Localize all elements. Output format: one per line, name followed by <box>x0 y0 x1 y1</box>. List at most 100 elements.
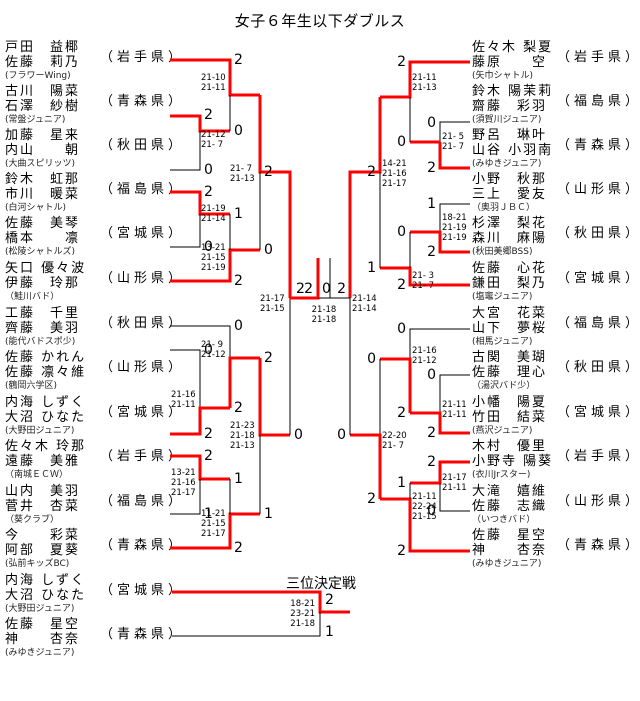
prefecture: （秋田県） <box>100 138 186 153</box>
game-score: 21-18 <box>312 315 337 325</box>
game-score: 22-20 <box>382 431 407 441</box>
player-name: 伊藤 玲那 <box>5 276 81 291</box>
player-name: 鎌田 梨乃 <box>472 276 548 291</box>
match-result: 2 <box>397 405 406 421</box>
team-entry: 今 彩菜阿部 夏葵(弘前キッズBC)（青森県） <box>5 528 181 570</box>
player-name: 齋藤 彩羽 <box>472 99 548 114</box>
club-name: (みゆきジュニア) <box>5 648 75 658</box>
club-name: (相馬ジュニア) <box>472 337 533 347</box>
match-result: 2 <box>264 350 273 366</box>
prefecture: （青森県） <box>557 138 640 153</box>
winner-line <box>170 512 260 550</box>
club-name: （鮭川バド） <box>5 292 60 302</box>
game-score: 23-21 <box>290 609 315 619</box>
bracket-line <box>170 131 201 171</box>
match-result: 2 <box>427 425 436 441</box>
game-score: 21-11 <box>442 400 467 410</box>
winner-line <box>410 411 470 435</box>
team-entry: 小野 秋那三上 愛友（奥羽ＪＢＣ）（山形県） <box>472 172 640 214</box>
game-score: 21-14 <box>201 214 226 224</box>
game-score: 21-10 <box>201 73 226 83</box>
player-name: 佐々木 玲那 <box>5 439 87 454</box>
team-entry: 佐藤 美琴橋本 凛(松陵シャトルズ)（宮城県） <box>5 216 181 258</box>
game-score: 21-18 <box>230 431 255 441</box>
prefecture: （青森県） <box>100 627 186 642</box>
game-score: 21-18 <box>312 305 337 315</box>
prefecture: （岩手県） <box>100 449 186 464</box>
player-name: 小野寺 陽葵 <box>472 454 554 469</box>
bracket-line <box>409 328 470 359</box>
club-name: (塩竈ジュニア) <box>472 292 533 302</box>
bracket-line <box>170 479 201 515</box>
winner-line <box>410 230 470 254</box>
prefecture: （福島県） <box>557 94 640 109</box>
third-place-line <box>172 612 321 637</box>
match-result: 2 <box>337 281 346 297</box>
game-score: 21-19 <box>442 223 467 233</box>
game-score: 21-11 <box>412 73 437 83</box>
match-result: 2 <box>367 164 376 180</box>
bracket-line <box>170 214 201 248</box>
game-score: 21-13 <box>230 174 255 184</box>
prefecture: （秋田県） <box>557 226 640 241</box>
match-result: 2 <box>234 52 243 68</box>
winner-line <box>170 248 260 283</box>
club-name: (能代バドスポ少) <box>5 337 76 347</box>
player-name: 遠藤 美雅 <box>5 454 81 469</box>
game-score: 21-15 <box>412 512 437 522</box>
player-name: 内海 しずく <box>5 395 86 410</box>
game-score: 13-21 <box>171 468 196 478</box>
prefecture: （青森県） <box>100 94 186 109</box>
game-score: 21-13 <box>412 83 437 93</box>
game-score: 21-23 <box>230 421 255 431</box>
game-score: 21-11 <box>201 83 226 93</box>
player-name: 三上 愛友 <box>472 187 548 202</box>
game-score: 21-14 <box>352 294 377 304</box>
match-result: 2 <box>296 281 305 297</box>
game-score: 21-15 <box>201 519 226 529</box>
game-score: 21- 7 <box>442 142 464 152</box>
game-score: 21-18 <box>290 619 315 629</box>
game-score: 21- 5 <box>442 132 464 142</box>
game-score: 21-17 <box>442 473 467 483</box>
team-entry: 杉澤 梨花森川 麻陽(秋田美郷BSS)（秋田県） <box>472 216 640 258</box>
match-result: 0 <box>427 503 436 519</box>
game-score: 21-17 <box>382 179 407 189</box>
player-name: 佐藤 理心 <box>472 365 548 380</box>
match-result: 2 <box>234 400 243 416</box>
winner-line <box>170 190 230 216</box>
game-score: 21-12 <box>201 350 226 360</box>
game-score: 21-11 <box>442 483 467 493</box>
team-entry: 加藤 星来内山 朝(大曲スピリッツ)（秋田県） <box>5 128 181 170</box>
match-result: 0 <box>397 134 406 150</box>
prefecture: （山形県） <box>557 182 640 197</box>
game-score: 21-16 <box>171 478 196 488</box>
winner-line <box>170 58 260 97</box>
prefecture: （山形県） <box>100 360 186 375</box>
club-name: (燕沢ジュニア) <box>472 426 533 436</box>
winner-line <box>258 358 290 437</box>
team-entry: 佐々木 玲那遠藤 美雅（南城ＥＣＷ）（岩手県） <box>5 439 181 481</box>
player-name: 野呂 琳叶 <box>472 128 548 143</box>
match-result: 0 <box>204 162 213 178</box>
final-result: 0 <box>322 281 331 297</box>
player-name: 山下 夢桜 <box>472 321 548 336</box>
team-entry: 佐藤 星空神 杏奈(みゆきジュニア)（青森県） <box>472 528 638 570</box>
club-name: (大野田ジュニア) <box>5 426 75 436</box>
match-result: 1 <box>427 196 436 212</box>
player-name: 戸田 益椰 <box>5 40 81 55</box>
team-entry: 佐藤 心花鎌田 梨乃(塩竈ジュニア)（宮城県） <box>472 261 638 303</box>
game-score: 18-21 <box>290 599 315 609</box>
third-place-winner-line <box>172 590 350 614</box>
match-result: 2 <box>264 164 273 180</box>
match-result: 1 <box>325 624 334 640</box>
player-name: 古川 陽菜 <box>5 84 81 99</box>
winner-line <box>380 266 470 287</box>
match-result: 1 <box>367 260 376 276</box>
club-name: (みゆきジュニア) <box>472 559 542 569</box>
club-name: （南城ＥＣＷ） <box>5 470 69 480</box>
game-score: 21-17 <box>260 294 285 304</box>
team-entry: 古関 美瑚佐藤 理心（湯沢バド少）（秋田県） <box>472 350 638 392</box>
match-result: 0 <box>337 427 346 443</box>
player-name: 加藤 星来 <box>5 128 81 143</box>
